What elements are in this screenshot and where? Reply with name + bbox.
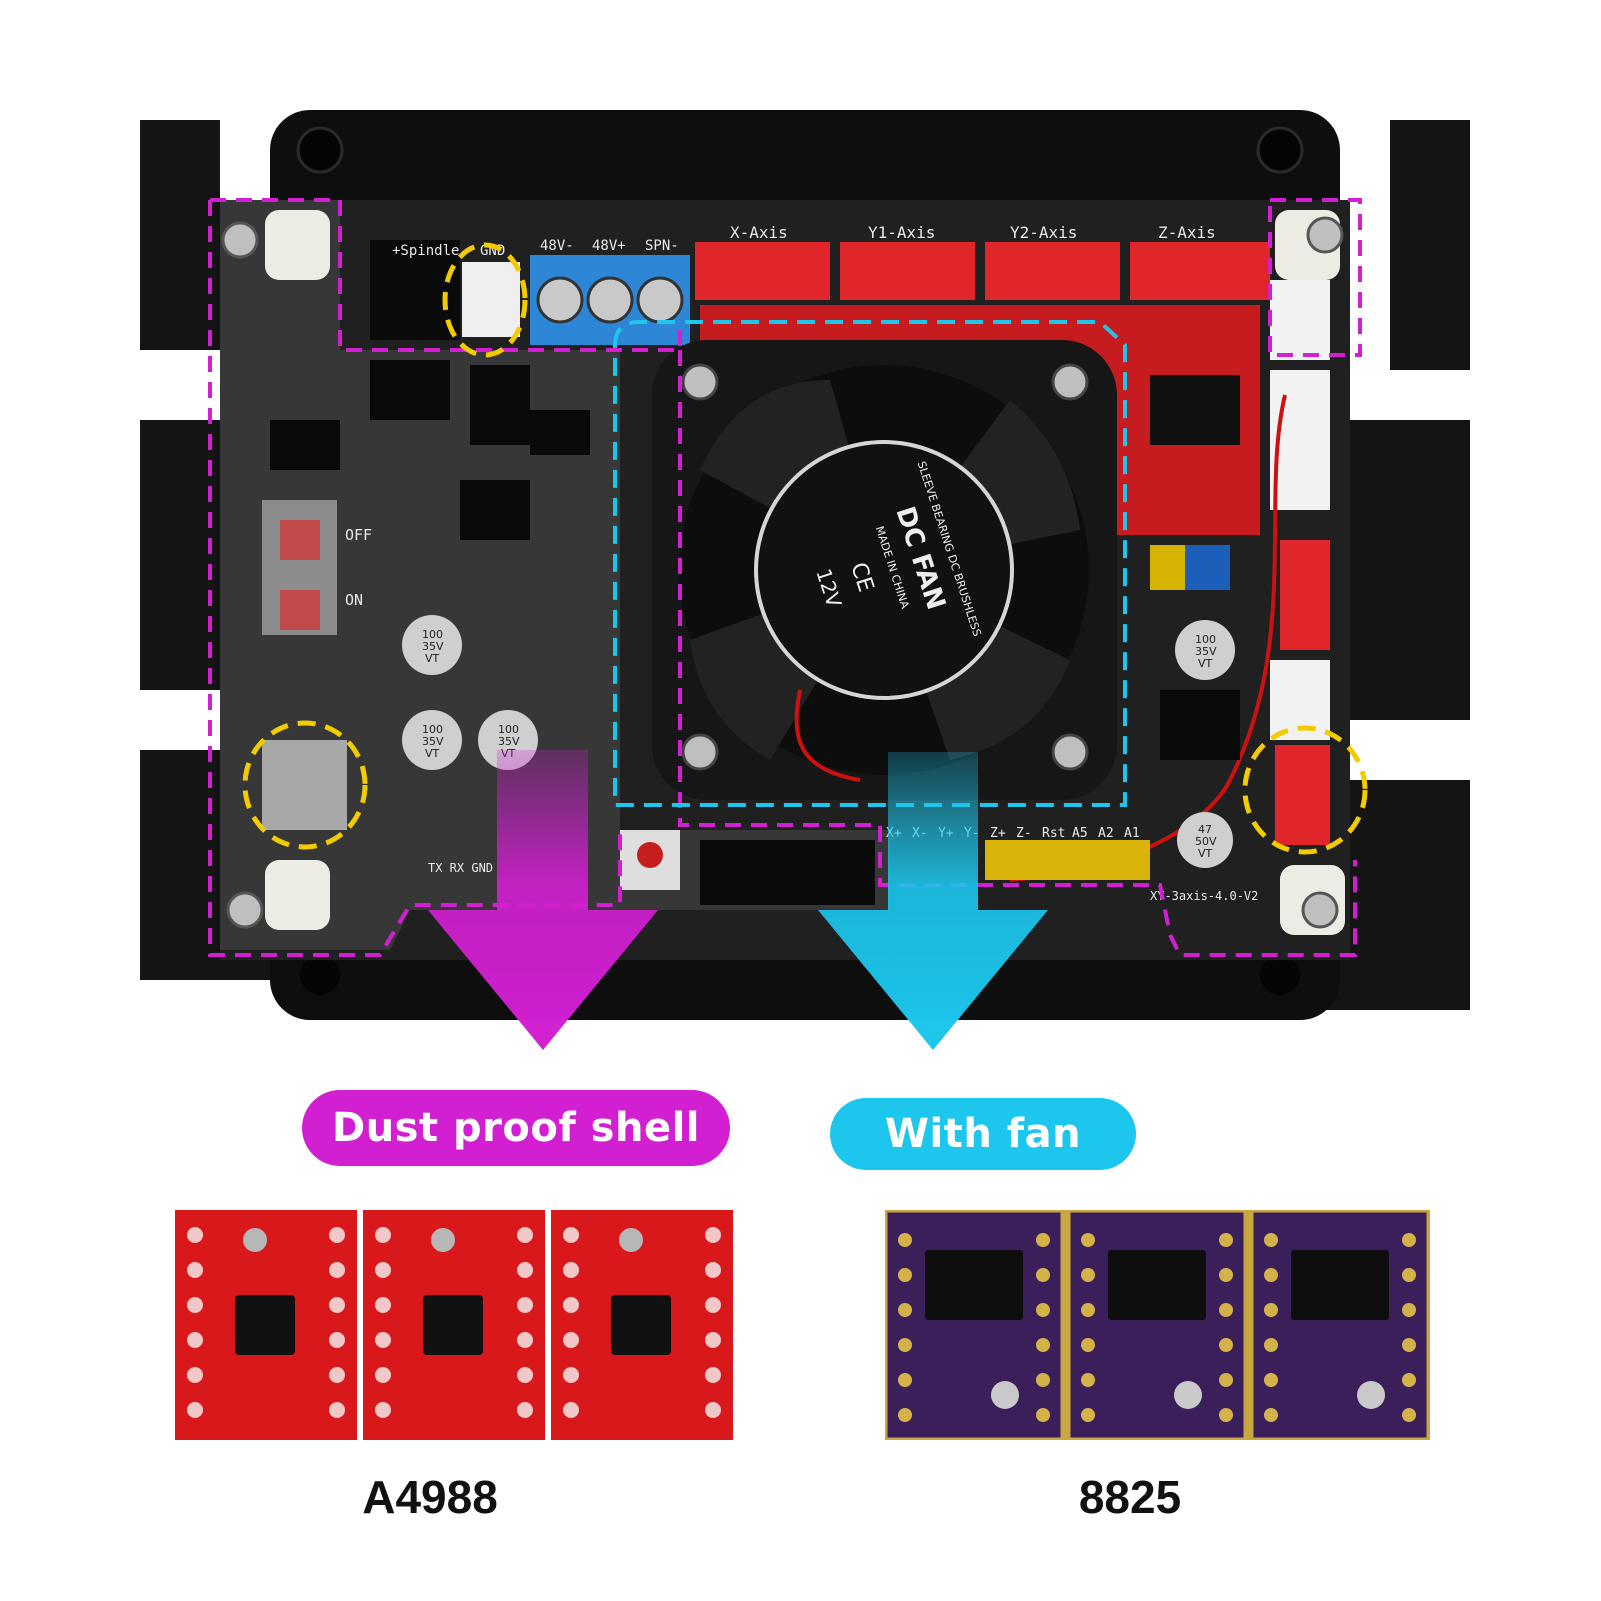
shell-arrow — [428, 750, 658, 1050]
dust-proof-shell-callout: Dust proof shell — [302, 1090, 730, 1166]
cap-label: VT — [1198, 657, 1213, 670]
drv8825-driver-boards — [885, 1210, 1430, 1440]
header-label: Rst — [1042, 826, 1065, 841]
label-y1-axis: Y1-Axis — [868, 223, 935, 242]
controller-board-photo: +Spindle GND 48V- 48V+ SPN- X-Axis Y1-Ax… — [140, 110, 1470, 1050]
header-label: A1 — [1124, 826, 1140, 841]
cap-label: 47 — [1198, 823, 1212, 836]
drv8825-label: 8825 — [1078, 1471, 1182, 1523]
label-switch-off: OFF — [345, 526, 372, 544]
fan-outline — [613, 320, 1127, 807]
highlight-circles — [242, 242, 1368, 855]
shell-outline — [208, 198, 1357, 957]
label-y2-axis: Y2-Axis — [1010, 223, 1077, 242]
label-spn-minus: SPN- — [645, 238, 679, 254]
axis-connectors — [695, 242, 1270, 300]
label-spindle: +Spindle — [392, 243, 459, 259]
fan-arrow — [818, 752, 1048, 1050]
header-label: Z- — [1016, 826, 1032, 841]
cap-label: 35V — [422, 735, 444, 748]
header-label: Z+ — [990, 826, 1006, 841]
standoffs — [265, 210, 1345, 935]
cap-label: VT — [425, 747, 440, 760]
with-fan-callout: With fan — [830, 1098, 1136, 1170]
label-z-axis: Z-Axis — [1158, 223, 1216, 242]
label-switch-on: ON — [345, 591, 363, 609]
dust-proof-shell-text: Dust proof shell — [331, 1105, 701, 1151]
gnd-white-connector — [462, 262, 520, 337]
drv8825-drivers-photo — [885, 1210, 1430, 1440]
label-x-axis: X-Axis — [730, 223, 788, 242]
header-label: A5 — [1072, 826, 1088, 841]
cap-label: 100 — [498, 723, 519, 736]
with-fan-text: With fan — [884, 1111, 1082, 1157]
a4988-label: A4988 — [362, 1471, 498, 1523]
cap-label: 35V — [422, 640, 444, 653]
cap-label: 35V — [498, 735, 520, 748]
header-label: A2 — [1098, 826, 1114, 841]
cap-label: 100 — [422, 723, 443, 736]
label-serial: TX RX GND — [428, 861, 493, 875]
mounting-bracket-right — [1320, 120, 1470, 1010]
usb-c-port — [262, 740, 347, 830]
cap-label: VT — [425, 652, 440, 665]
cap-label: 100 — [422, 628, 443, 641]
cap-label: 35V — [1195, 645, 1217, 658]
capacitors — [402, 615, 1235, 868]
label-48v-plus: 48V+ — [592, 238, 626, 254]
cap-label: 50V — [1195, 835, 1217, 848]
label-board-model: XY-3axis-4.0-V2 — [1150, 889, 1258, 903]
label-48v-minus: 48V- — [540, 238, 574, 254]
a4988-drivers-photo — [175, 1210, 735, 1440]
cap-label: VT — [1198, 847, 1213, 860]
cooling-fan — [652, 340, 1117, 800]
cap-label: 100 — [1195, 633, 1216, 646]
